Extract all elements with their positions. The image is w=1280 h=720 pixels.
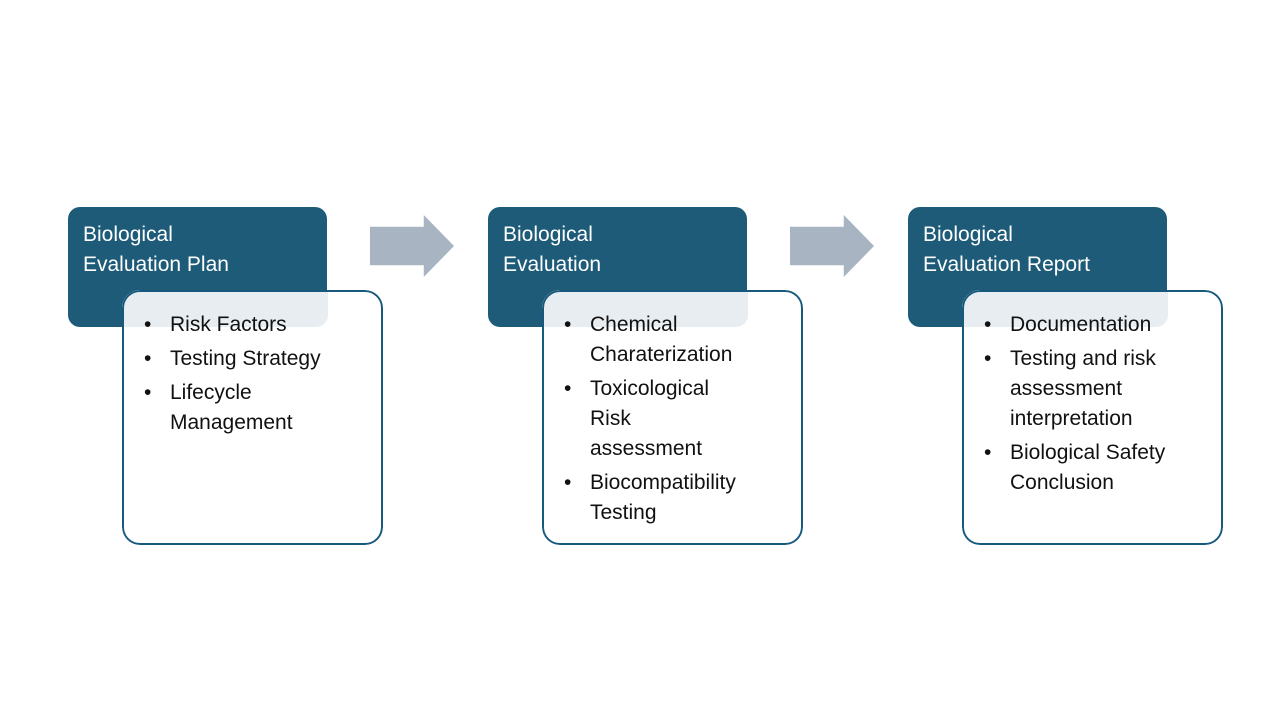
- stage-title: Biological Evaluation Report: [923, 223, 1090, 276]
- bullet-text: Chemical Charaterization: [590, 313, 733, 366]
- stage-body-evaluation: • Chemical Charaterization • Toxicologic…: [542, 290, 803, 545]
- stage-title: Biological Evaluation: [503, 223, 602, 276]
- bullet-text: Risk Factors: [170, 313, 287, 336]
- bullet-item: • Biological Safety Conclusion: [984, 438, 1215, 498]
- bullet-text: Documentation: [1010, 313, 1152, 336]
- bullet-text: Testing and risk assessment interpretati…: [1010, 347, 1156, 430]
- stage-title: Biological Evaluation Plan: [83, 223, 229, 276]
- right-arrow-icon: [370, 215, 454, 277]
- right-arrow-icon: [790, 215, 874, 277]
- bullet-list: • Documentation • Testing and risk asses…: [962, 310, 1223, 498]
- bullet-marker: •: [564, 471, 572, 494]
- bullet-marker: •: [984, 347, 992, 370]
- header-tint-band: [962, 290, 1168, 327]
- bullet-marker: •: [564, 377, 572, 400]
- bullet-text: Biological Safety Conclusion: [1010, 441, 1166, 494]
- bullet-marker: •: [144, 313, 152, 336]
- bullet-marker: •: [144, 347, 152, 370]
- bullet-list: • Risk Factors • Testing Strategy • Life…: [122, 310, 383, 438]
- bullet-text: Toxicological Risk assessment: [590, 377, 710, 460]
- bullet-marker: •: [984, 441, 992, 464]
- stage-body-plan: • Risk Factors • Testing Strategy • Life…: [122, 290, 383, 545]
- bullet-item: • Toxicological Risk assessment: [564, 374, 795, 464]
- bullet-item: • Risk Factors: [144, 310, 375, 340]
- stage-body-report: • Documentation • Testing and risk asses…: [962, 290, 1223, 545]
- bullet-marker: •: [564, 313, 572, 336]
- header-tint-band: [542, 290, 748, 327]
- bullet-item: • Biocompatibility Testing: [564, 468, 795, 528]
- bullet-marker: •: [984, 313, 992, 336]
- bullet-text: Biocompatibility Testing: [590, 471, 736, 524]
- bullet-text: Lifecycle Management: [170, 381, 293, 434]
- bullet-item: • Lifecycle Management: [144, 378, 375, 438]
- bullet-marker: •: [144, 381, 152, 404]
- bullet-text: Testing Strategy: [170, 347, 321, 370]
- bullet-item: • Testing Strategy: [144, 344, 375, 374]
- bullet-item: • Chemical Charaterization: [564, 310, 795, 370]
- bullet-list: • Chemical Charaterization • Toxicologic…: [542, 310, 803, 528]
- bullet-item: • Testing and risk assessment interpreta…: [984, 344, 1215, 434]
- header-tint-band: [122, 290, 328, 327]
- bullet-item: • Documentation: [984, 310, 1215, 340]
